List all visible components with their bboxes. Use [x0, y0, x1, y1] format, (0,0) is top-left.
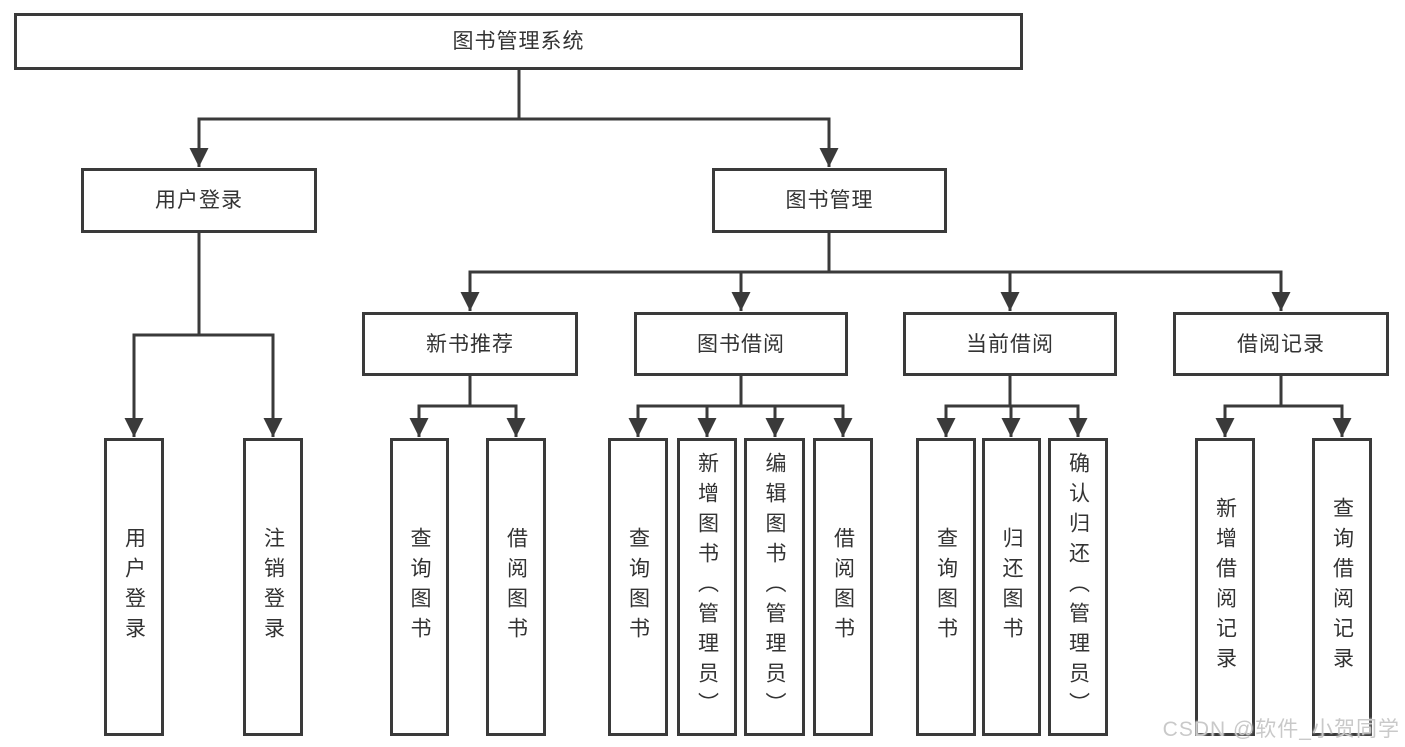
node-book-borrowing-label: 图书借阅: [697, 332, 785, 356]
node-leaf-borrow-books-1: 借阅图书: [486, 438, 546, 736]
watermark-text: CSDN @软件_小贺同学: [1162, 718, 1400, 741]
node-leaf-query-books-2-label: 查询图书: [626, 527, 650, 647]
node-leaf-confirm-return-admin-label: 确认归还（管理员）: [1066, 452, 1090, 722]
node-leaf-borrow-books-2: 借阅图书: [813, 438, 873, 736]
node-book-borrowing: 图书借阅: [634, 312, 848, 376]
node-borrowing-records: 借阅记录: [1173, 312, 1389, 376]
node-leaf-query-books-1-label: 查询图书: [408, 527, 431, 647]
node-root-system-label: 图书管理系统: [452, 30, 585, 53]
node-new-book-recommend-label: 新书推荐: [426, 332, 514, 356]
node-leaf-user-login-label: 用户登录: [122, 527, 146, 647]
node-book-management-label: 图书管理: [785, 189, 874, 212]
node-leaf-add-borrow-record-label: 新增借阅记录: [1213, 497, 1237, 677]
node-leaf-confirm-return-admin: 确认归还（管理员）: [1048, 438, 1108, 736]
node-user-login: 用户登录: [81, 168, 317, 233]
node-root-system: 图书管理系统: [14, 13, 1023, 70]
node-leaf-edit-books-admin-label: 编辑图书（管理员）: [763, 452, 786, 722]
node-leaf-add-books-admin: 新增图书（管理员）: [677, 438, 737, 736]
node-leaf-logout-label: 注销登录: [261, 527, 285, 647]
node-leaf-add-borrow-record: 新增借阅记录: [1195, 438, 1255, 736]
node-leaf-query-borrow-record: 查询借阅记录: [1312, 438, 1372, 736]
node-leaf-query-books-3-label: 查询图书: [934, 527, 958, 647]
node-leaf-return-books-label: 归还图书: [1000, 527, 1023, 647]
node-leaf-query-books-2: 查询图书: [608, 438, 668, 736]
node-leaf-query-books-3: 查询图书: [916, 438, 976, 736]
node-book-management: 图书管理: [712, 168, 947, 233]
node-leaf-query-books-1: 查询图书: [390, 438, 449, 736]
node-leaf-borrow-books-1-label: 借阅图书: [504, 527, 528, 647]
node-leaf-return-books: 归还图书: [982, 438, 1041, 736]
node-leaf-logout: 注销登录: [243, 438, 303, 736]
node-borrowing-records-label: 借阅记录: [1237, 332, 1325, 356]
node-user-login-label: 用户登录: [155, 189, 243, 212]
node-leaf-add-books-admin-label: 新增图书（管理员）: [695, 452, 719, 722]
node-leaf-query-borrow-record-label: 查询借阅记录: [1330, 497, 1354, 677]
node-leaf-edit-books-admin: 编辑图书（管理员）: [744, 438, 805, 736]
node-new-book-recommend: 新书推荐: [362, 312, 578, 376]
node-leaf-user-login: 用户登录: [104, 438, 164, 736]
node-current-borrowing: 当前借阅: [903, 312, 1117, 376]
node-leaf-borrow-books-2-label: 借阅图书: [831, 527, 855, 647]
node-current-borrowing-label: 当前借阅: [966, 332, 1054, 356]
